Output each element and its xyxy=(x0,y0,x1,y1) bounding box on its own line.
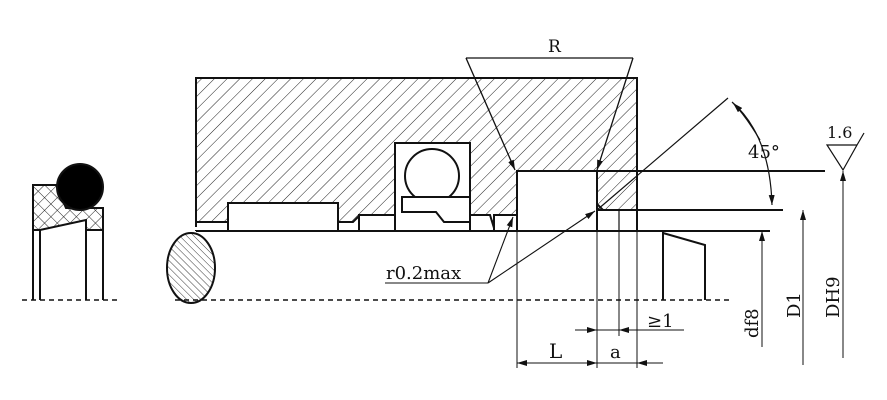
seal-profile xyxy=(22,163,118,301)
chamfer-length-label: a xyxy=(610,342,621,363)
shaft-diameter-label: df8 xyxy=(742,308,763,338)
roughness-value: 1.6 xyxy=(827,123,852,142)
fillet-callout xyxy=(385,210,596,284)
shaft xyxy=(166,230,770,304)
housing-section xyxy=(195,77,825,232)
roughness-symbol xyxy=(825,132,865,172)
length-label: L xyxy=(549,339,562,363)
radius-label: R xyxy=(548,37,562,57)
fillet-label: r0.2max xyxy=(386,263,461,284)
angle-label: 45° xyxy=(748,142,780,163)
min-gap-label: ≥1 xyxy=(647,311,674,332)
angle-dimension xyxy=(596,97,775,211)
d1-label: D1 xyxy=(784,292,805,318)
vertical-dimensions xyxy=(759,171,846,365)
horizontal-dimensions xyxy=(516,231,684,368)
bore-diameter-label: DH9 xyxy=(823,276,844,318)
o-ring-energizer xyxy=(56,163,104,211)
radius-callout xyxy=(465,57,634,171)
